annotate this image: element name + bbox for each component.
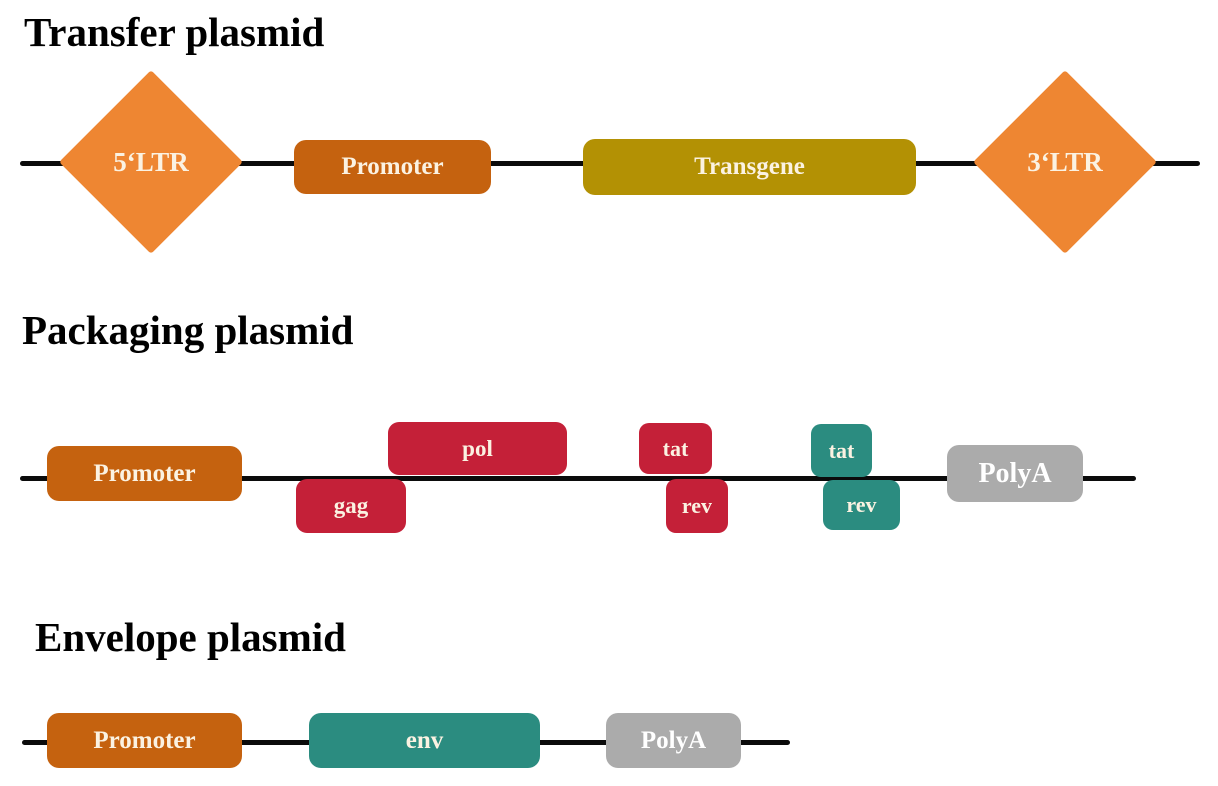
pol-box: pol xyxy=(388,422,567,475)
packaging-backbone-line xyxy=(20,476,1136,481)
three-ltr-diamond: 3‘LTR xyxy=(973,70,1157,254)
three-ltr-label: 3‘LTR xyxy=(1027,146,1103,177)
rev-box-red: rev xyxy=(666,479,728,533)
transfer-promoter-box: Promoter xyxy=(294,140,491,194)
five-ltr-label: 5‘LTR xyxy=(113,146,189,177)
tat-box-red: tat xyxy=(639,423,712,474)
packaging-plasmid-title: Packaging plasmid xyxy=(22,307,354,353)
envelope-polya-box: PolyA xyxy=(606,713,741,768)
env-box: env xyxy=(309,713,540,768)
gag-box: gag xyxy=(296,479,406,533)
rev-box-teal: rev xyxy=(823,480,900,530)
five-ltr-diamond: 5‘LTR xyxy=(59,70,243,254)
packaging-promoter-box: Promoter xyxy=(47,446,242,501)
transfer-plasmid-title: Transfer plasmid xyxy=(24,9,325,55)
envelope-plasmid-title: Envelope plasmid xyxy=(35,614,346,660)
envelope-promoter-box: Promoter xyxy=(47,713,242,768)
packaging-polya-box: PolyA xyxy=(947,445,1083,502)
transgene-box: Transgene xyxy=(583,139,916,195)
tat-box-teal: tat xyxy=(811,424,872,477)
